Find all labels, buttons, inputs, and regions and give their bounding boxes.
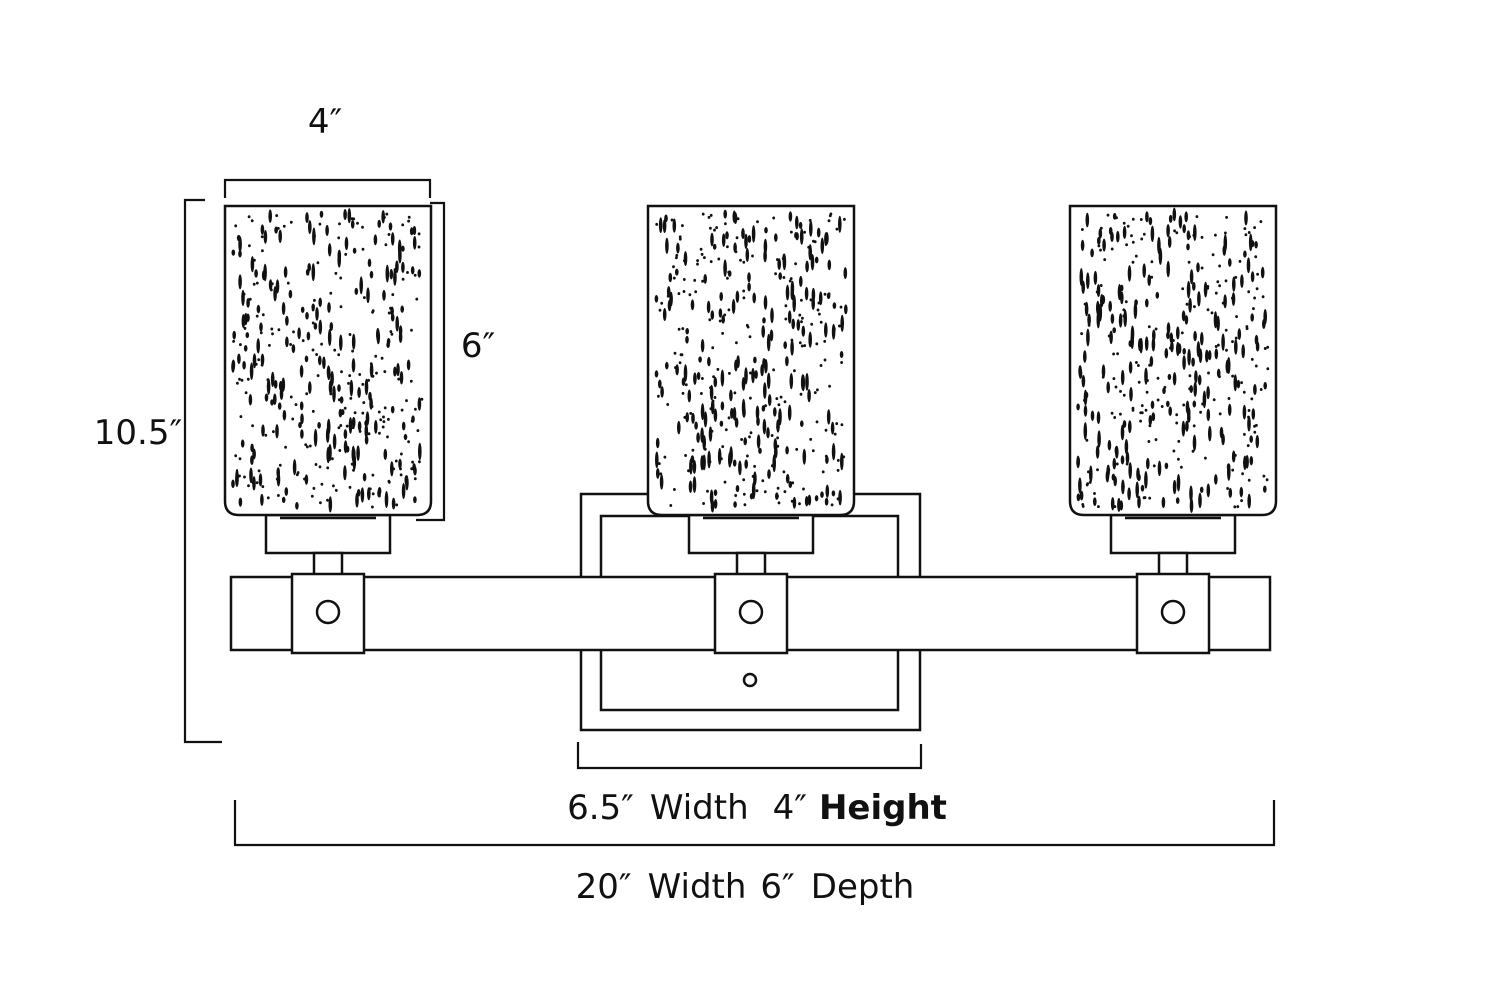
screw-circle <box>1160 599 1186 625</box>
shade-collar <box>687 513 815 555</box>
screw-circle <box>738 599 764 625</box>
stem <box>735 551 767 577</box>
arm-block <box>1135 572 1211 655</box>
stem <box>1157 551 1189 577</box>
arm-block <box>713 572 789 655</box>
light-head <box>223 204 433 655</box>
stem <box>312 551 344 577</box>
mounting-screw <box>742 672 758 688</box>
seeded-glass-texture <box>1076 207 1270 513</box>
shade-height-label: 6″ <box>461 326 495 366</box>
dimension-shade-height: 6″ <box>416 201 495 522</box>
seeded-glass-texture <box>231 208 424 513</box>
dimension-overall-height: 10.5″ <box>94 198 222 744</box>
arm-block <box>290 572 366 655</box>
seeded-glass-texture <box>654 209 848 513</box>
dimension-shade-width: 4″ <box>223 102 432 198</box>
light-head <box>1068 204 1278 655</box>
light-head <box>646 204 856 655</box>
shade-collar <box>264 513 392 555</box>
shade-collar <box>1109 513 1237 555</box>
shade-width-label: 4″ <box>308 102 342 142</box>
screw-circle <box>315 599 341 625</box>
overall-height-label: 10.5″ <box>94 413 182 453</box>
